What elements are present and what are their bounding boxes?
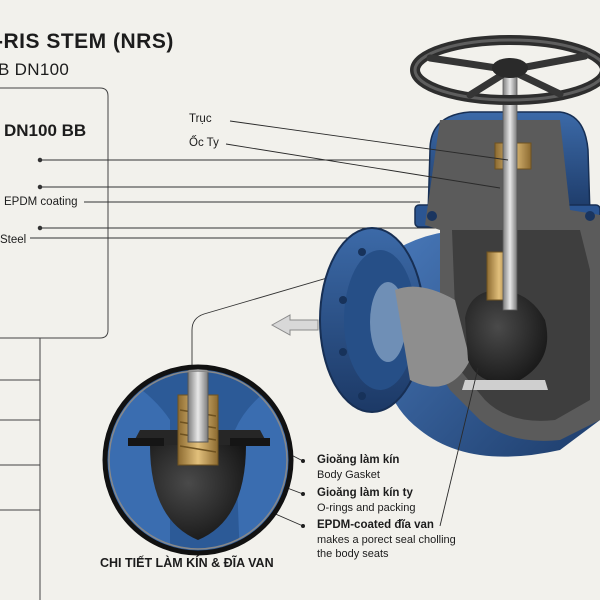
- spec-item-material: Steel: [0, 234, 27, 246]
- callout-disc-vi: EPDM-coated đĩa van: [317, 519, 434, 531]
- detail-title: CHI TIẾT LÀM KÍN & ĐĨA VAN: [100, 556, 274, 570]
- valve-body: [319, 59, 600, 457]
- spec-panel-frame: [0, 87, 109, 600]
- part-label-stem-nut: Ốc Ty: [189, 137, 219, 149]
- flow-arrow-icon: [270, 314, 319, 336]
- spec-item-coating: EPDM coating: [4, 196, 78, 208]
- callout-disc-en-2: the body seats: [317, 548, 389, 560]
- diagram-subtitle: B DN100: [0, 60, 70, 79]
- spec-panel-title: DN100 BB: [4, 121, 87, 140]
- callout-packing-vi: Gioăng làm kín ty: [317, 487, 413, 499]
- callout-packing-en: O-rings and packing: [317, 502, 416, 514]
- callout-dots: [301, 459, 305, 528]
- hand-wheel: [410, 35, 600, 105]
- detail-magnifier: [102, 364, 294, 556]
- diagram-title: -RIS STEM (NRS): [0, 30, 174, 53]
- part-label-stem: Trục: [189, 113, 212, 125]
- callout-body-gasket-en: Body Gasket: [317, 469, 380, 481]
- callout-disc-en: makes a porect seal cholling: [317, 534, 456, 546]
- callout-body-gasket-vi: Gioăng làm kín: [317, 454, 400, 466]
